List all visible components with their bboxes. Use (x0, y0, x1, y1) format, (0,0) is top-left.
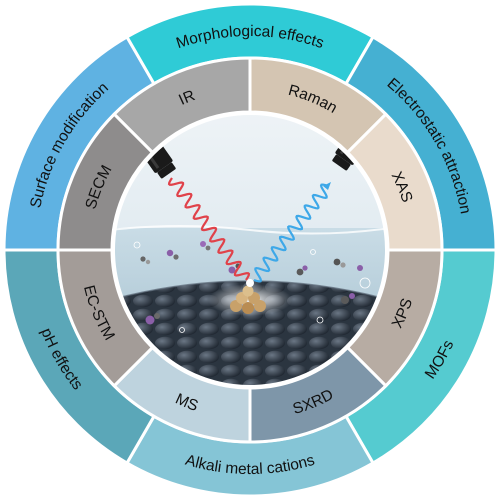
molecule (200, 241, 211, 251)
center-border (113, 113, 387, 387)
scattered-light-arrowhead (323, 182, 331, 190)
molecule (333, 258, 346, 268)
inner-segment-secm (56, 112, 155, 252)
molecule (140, 256, 151, 265)
molecule (166, 249, 179, 260)
bubbles (133, 241, 371, 333)
catalyst-cluster (230, 285, 266, 314)
inner-ring (56, 56, 444, 444)
molecule (357, 265, 363, 271)
water-surface-line (114, 225, 386, 235)
inner-label-ir: IR (176, 87, 197, 109)
scattered-light-beam (253, 183, 329, 283)
molecule (341, 293, 355, 304)
molecule (296, 265, 308, 276)
molecule (145, 313, 160, 325)
ir-excitation-beam (167, 177, 251, 281)
reaction-spot (246, 279, 254, 287)
